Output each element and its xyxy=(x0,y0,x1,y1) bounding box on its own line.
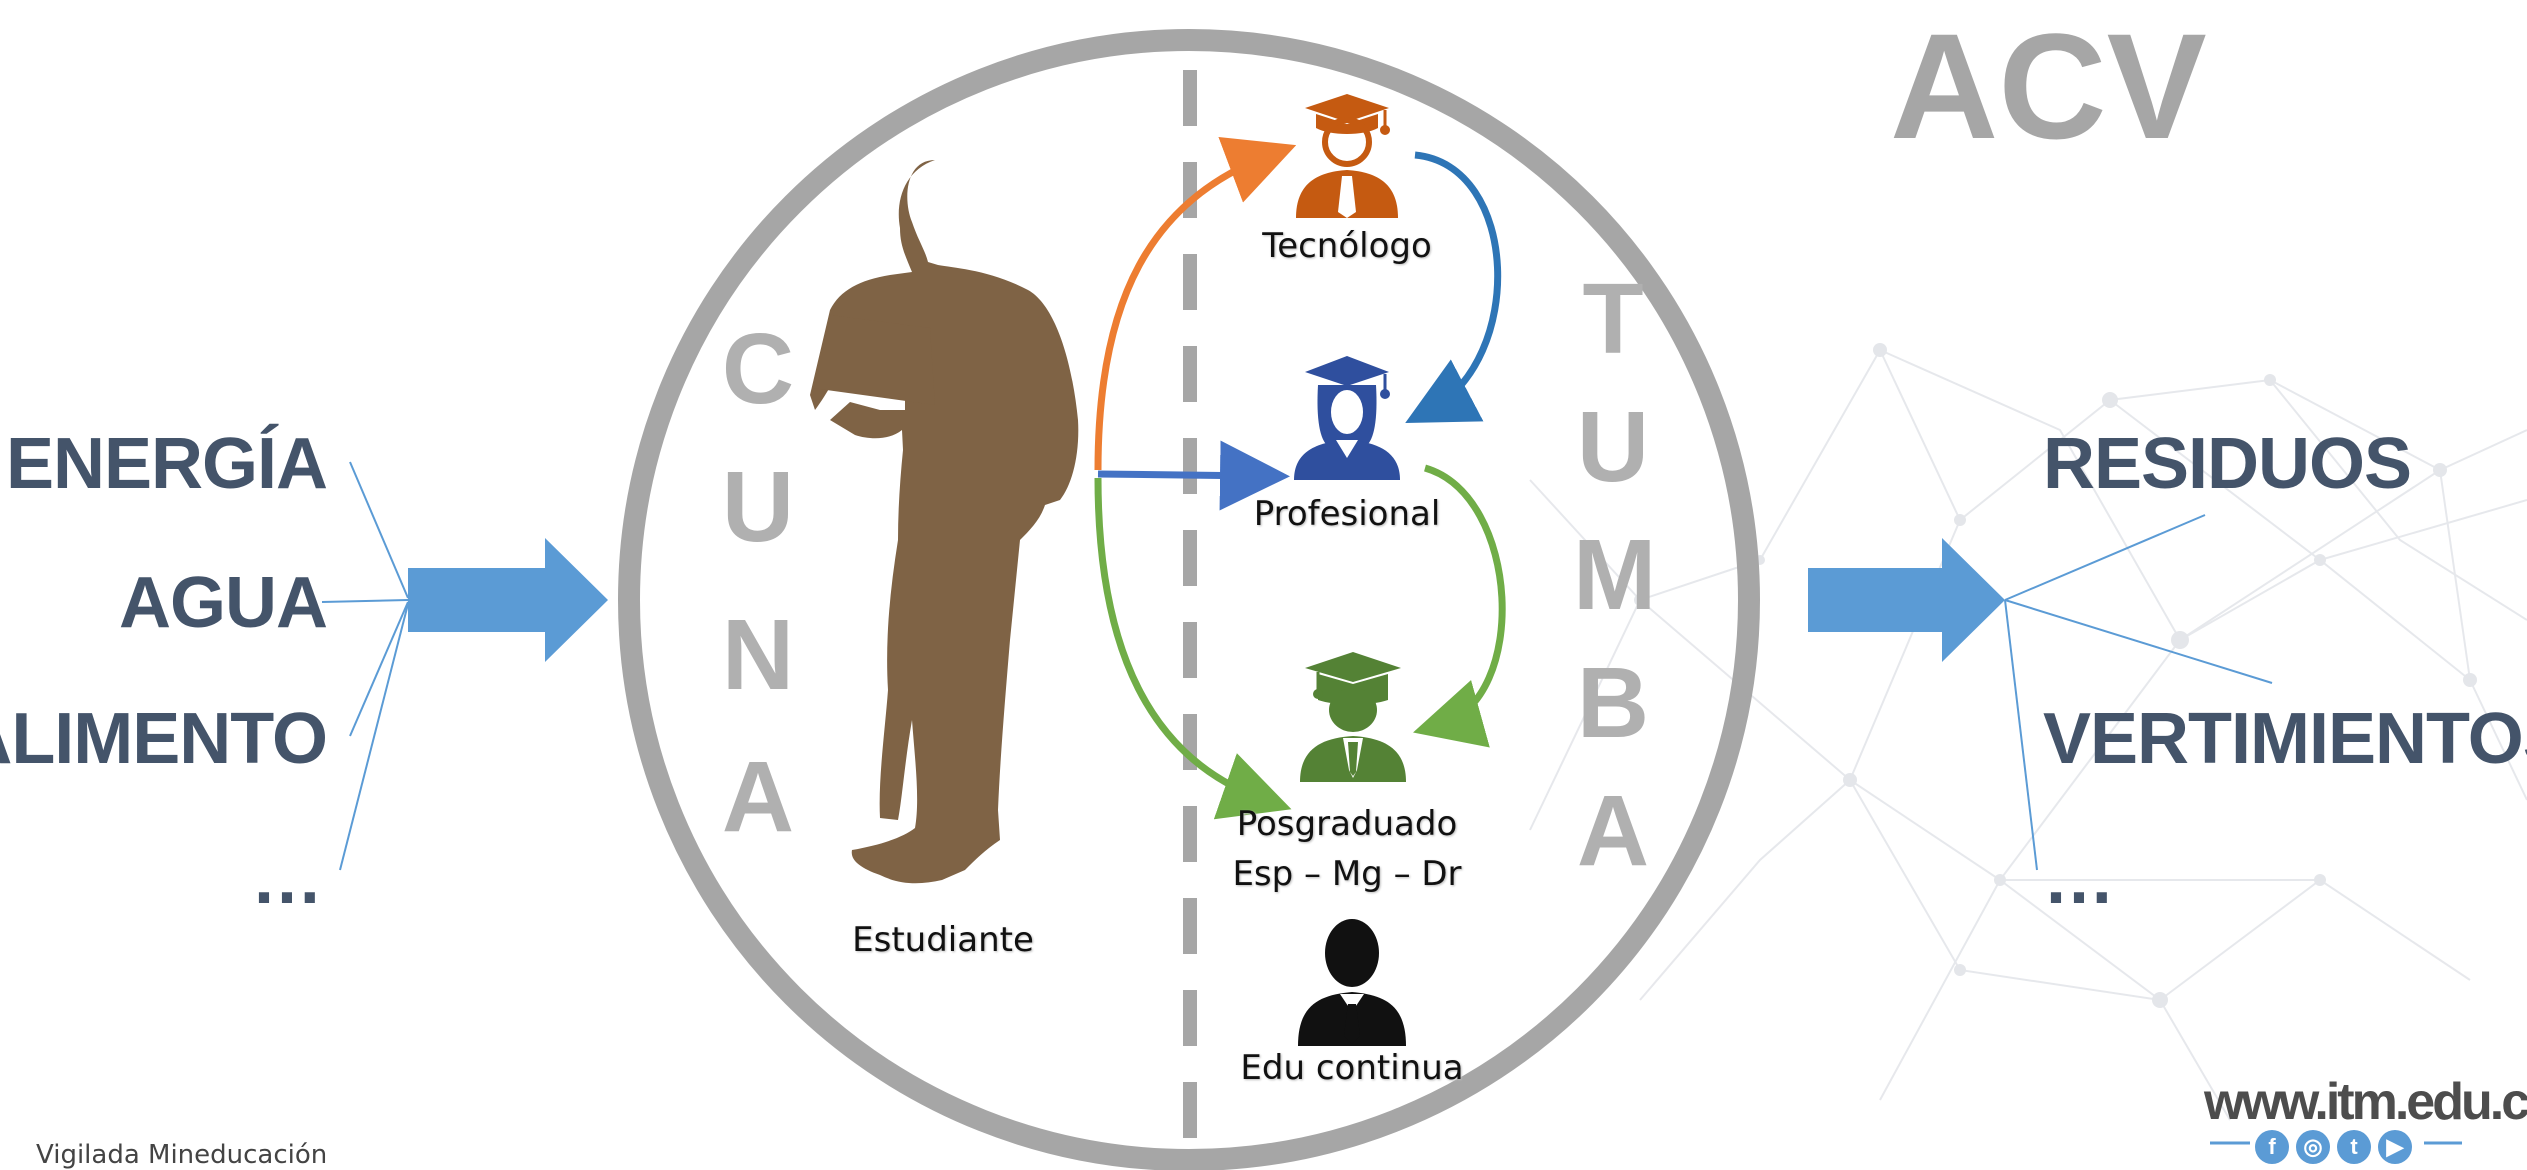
vigilada-text: Vigilada Mineducación xyxy=(36,1140,328,1170)
arrow-tecnologo-to-profesional xyxy=(1405,151,1502,424)
cuna-letter-c: C xyxy=(721,313,795,425)
graduate-posgrado-icon xyxy=(1300,652,1406,782)
tumba-letter-m: M xyxy=(1573,519,1657,631)
graduate-tecnologo-icon xyxy=(1296,94,1398,218)
cuna-letter-a: A xyxy=(721,741,795,853)
output-ellipsis: … xyxy=(2043,839,2115,919)
tumba-letter-u: U xyxy=(1576,391,1650,503)
website-link[interactable]: www.itm.edu.co xyxy=(2204,1073,2527,1131)
arrow-profesional-to-posgraduado xyxy=(1413,464,1506,748)
input-fan-lines xyxy=(321,461,409,871)
cuna-letter-n: N xyxy=(721,599,795,711)
tumba-letter-t: T xyxy=(1582,263,1644,375)
student-label: Estudiante xyxy=(852,920,1034,960)
instagram-icon[interactable]: ◎ xyxy=(2296,1130,2330,1164)
edu-continua-label: Edu continua xyxy=(1240,1048,1464,1088)
output-residuos: RESIDUOS xyxy=(2043,424,2412,504)
facebook-icon[interactable]: f xyxy=(2255,1130,2289,1164)
acv-title: ACV xyxy=(1890,2,2207,170)
input-energia: ENERGÍA xyxy=(5,424,328,504)
posgraduado-label: Posgraduado xyxy=(1236,804,1458,844)
network-nodes xyxy=(1634,343,2477,1008)
tumba-letter-b: B xyxy=(1576,647,1650,759)
cuna-letter-u: U xyxy=(721,451,795,563)
output-fan-lines xyxy=(2004,514,2273,871)
input-agua: AGUA xyxy=(119,563,328,643)
posgraduado-sub-label: Esp – Mg – Dr xyxy=(1232,854,1462,894)
tecnologo-label: Tecnólogo xyxy=(1262,226,1432,266)
student-silhouette-icon xyxy=(810,160,1079,884)
arrow-to-posgraduado xyxy=(1094,477,1292,820)
twitter-icon[interactable]: t xyxy=(2337,1130,2371,1164)
profesional-label: Profesional xyxy=(1253,494,1441,534)
output-vertimientos: VERTIMIENTOS xyxy=(2043,699,2527,779)
youtube-icon[interactable]: ▶ xyxy=(2378,1130,2412,1164)
input-ellipsis: … xyxy=(251,839,323,919)
graduate-profesional-icon xyxy=(1294,356,1400,480)
life-cycle-circle xyxy=(618,29,1760,1170)
tumba-letter-a: A xyxy=(1576,775,1650,887)
output-big-arrow xyxy=(1808,538,2005,662)
arrow-to-tecnologo xyxy=(1094,137,1297,471)
input-big-arrow xyxy=(408,538,608,662)
businessman-icon xyxy=(1298,919,1406,1046)
arrow-to-profesional xyxy=(1097,440,1290,511)
